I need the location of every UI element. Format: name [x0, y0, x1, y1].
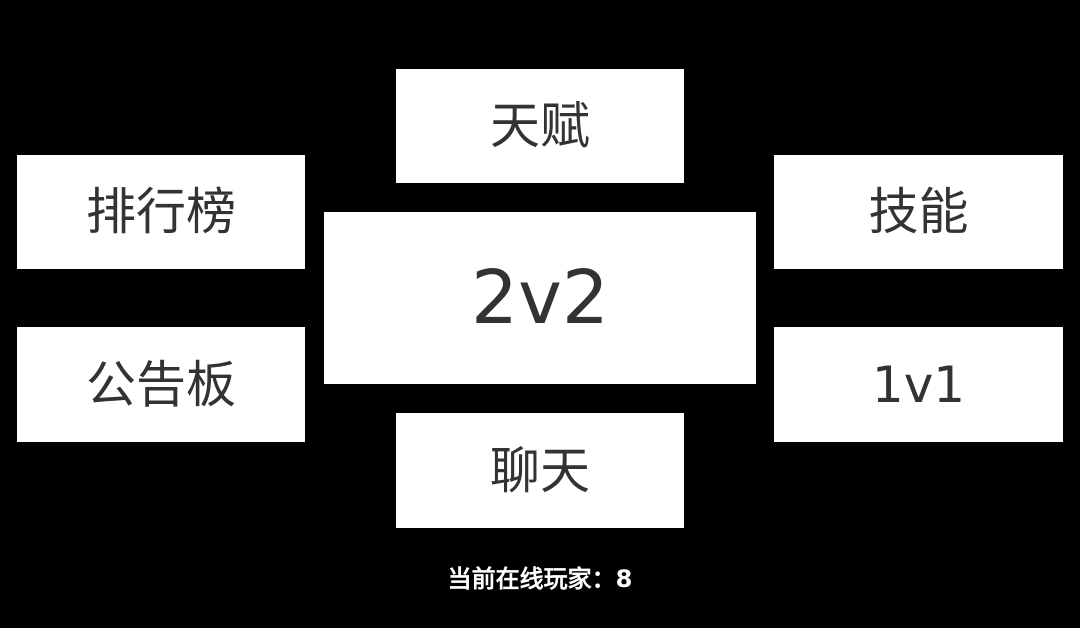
online-players-status: 当前在线玩家：8 [0, 560, 1080, 598]
chat-button-label: 聊天 [490, 441, 590, 500]
skills-button[interactable]: 技能 [774, 155, 1063, 269]
chat-button[interactable]: 聊天 [396, 413, 684, 528]
talent-button-label: 天赋 [490, 97, 590, 155]
leaderboard-button[interactable]: 排行榜 [17, 155, 305, 269]
notice-board-button-label: 公告板 [86, 355, 236, 414]
mode-1v1-button-label: 1v1 [871, 355, 966, 414]
skills-button-label: 技能 [868, 183, 969, 241]
mode-2v2-button-label: 2v2 [471, 255, 609, 341]
notice-board-button[interactable]: 公告板 [17, 327, 305, 442]
online-players-label: 当前在线玩家： [447, 565, 616, 593]
mode-2v2-button[interactable]: 2v2 [324, 212, 756, 384]
talent-button[interactable]: 天赋 [396, 69, 684, 183]
leaderboard-button-label: 排行榜 [86, 183, 236, 241]
mode-1v1-button[interactable]: 1v1 [774, 327, 1063, 442]
online-players-count: 8 [615, 565, 633, 593]
